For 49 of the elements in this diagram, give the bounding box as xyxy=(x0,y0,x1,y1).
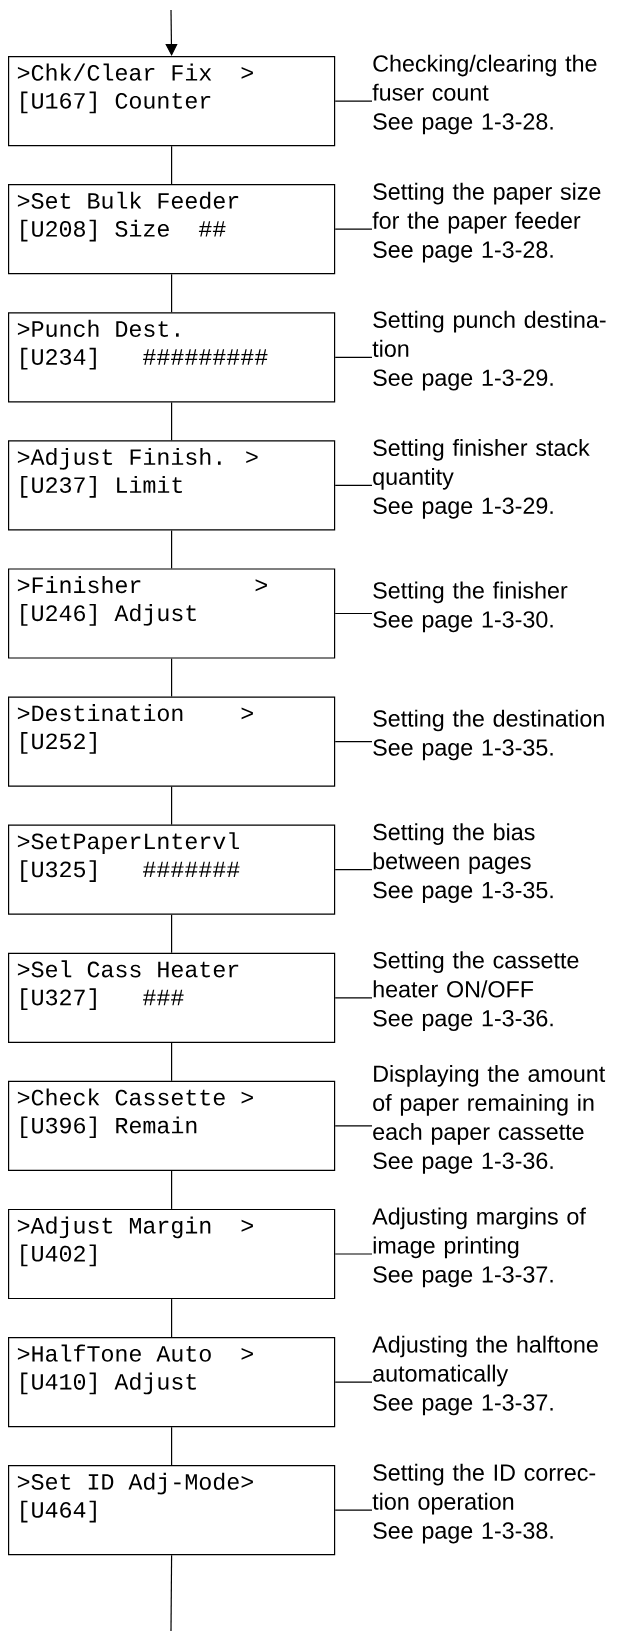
connector-line xyxy=(171,1298,173,1338)
leader-line xyxy=(334,1253,373,1255)
menu-box: >Destination > [U252] xyxy=(8,696,336,787)
menu-box: >Adjust Finish. > [U237] Limit xyxy=(8,440,336,531)
menu-box: >Set Bulk Feeder [U208] Size ## xyxy=(8,184,336,275)
connector-line xyxy=(171,914,173,954)
connector-line xyxy=(171,273,173,313)
description-text: Checking/clearing the fuser count See page 1-3-28. xyxy=(372,54,597,135)
connector-line xyxy=(171,529,173,569)
connector-line xyxy=(171,1170,173,1210)
leader-line xyxy=(334,1509,373,1511)
leader-line xyxy=(334,741,373,743)
leader-line xyxy=(334,1125,373,1127)
leader-line xyxy=(334,100,373,102)
connector-line xyxy=(170,1554,173,1631)
description-text: Displaying the amount of paper remaining in each paper cassette See page 1-3-36. xyxy=(373,1064,606,1174)
description-text: Setting punch destina-tion See page 1-3-29. xyxy=(372,310,606,391)
description-text: Setting finisher stack quantity See page 1-3-29. xyxy=(373,438,590,519)
menu-box: >Sel Cass Heater [U327] ### xyxy=(8,952,336,1043)
menu-box: >HalfTone Auto > [U410] Adjust xyxy=(8,1337,336,1428)
menu-box: >Check Cassette > [U396] Remain xyxy=(8,1080,336,1171)
menu-box: >Chk/Clear Fix > [U167] Counter xyxy=(8,56,336,147)
connector-line xyxy=(171,145,173,185)
description-text: Setting the cassette heater ON/OFF See page 1-3-36. xyxy=(373,951,579,1032)
leader-line xyxy=(334,612,373,615)
description-text: Setting the finisher See page 1-3-30. xyxy=(373,581,568,633)
leader-line xyxy=(334,228,373,230)
description-text: Setting the bias between pages See page 1-3-35. xyxy=(373,823,553,903)
connector-line xyxy=(171,1042,173,1082)
leader-line xyxy=(334,484,373,487)
menu-box: >SetPaperLntervl [U325] ####### xyxy=(8,824,336,915)
connector-line xyxy=(171,1426,173,1466)
connector-line xyxy=(171,658,173,698)
arrow xyxy=(165,9,178,56)
description-text: Adjusting margins of image printing See page 1-3-37. xyxy=(372,1207,586,1288)
description-text: Adjusting the halftone automatically See page 1-3-37. xyxy=(372,1335,598,1416)
menu-box: >Set ID Adj-Mode> [U464] xyxy=(8,1465,336,1556)
connector-line xyxy=(171,401,173,441)
connector-line xyxy=(171,786,173,826)
leader-line xyxy=(334,1381,373,1383)
description-text: Setting the ID correc-tion operation See page 1-3-38. xyxy=(372,1463,596,1544)
description-text: Setting the paper size for the paper feeder See page 1-3-28. xyxy=(372,182,601,263)
menu-box: >Finisher > [U246] Adjust xyxy=(8,568,336,659)
menu-box: >Adjust Margin > [U402] xyxy=(8,1208,336,1300)
leader-line xyxy=(334,869,373,871)
leader-line xyxy=(334,997,373,999)
description-text: Setting the destination See page 1-3-35. xyxy=(373,709,604,761)
leader-line xyxy=(334,356,373,358)
menu-box: >Punch Dest. [U234] ######### xyxy=(8,312,336,403)
